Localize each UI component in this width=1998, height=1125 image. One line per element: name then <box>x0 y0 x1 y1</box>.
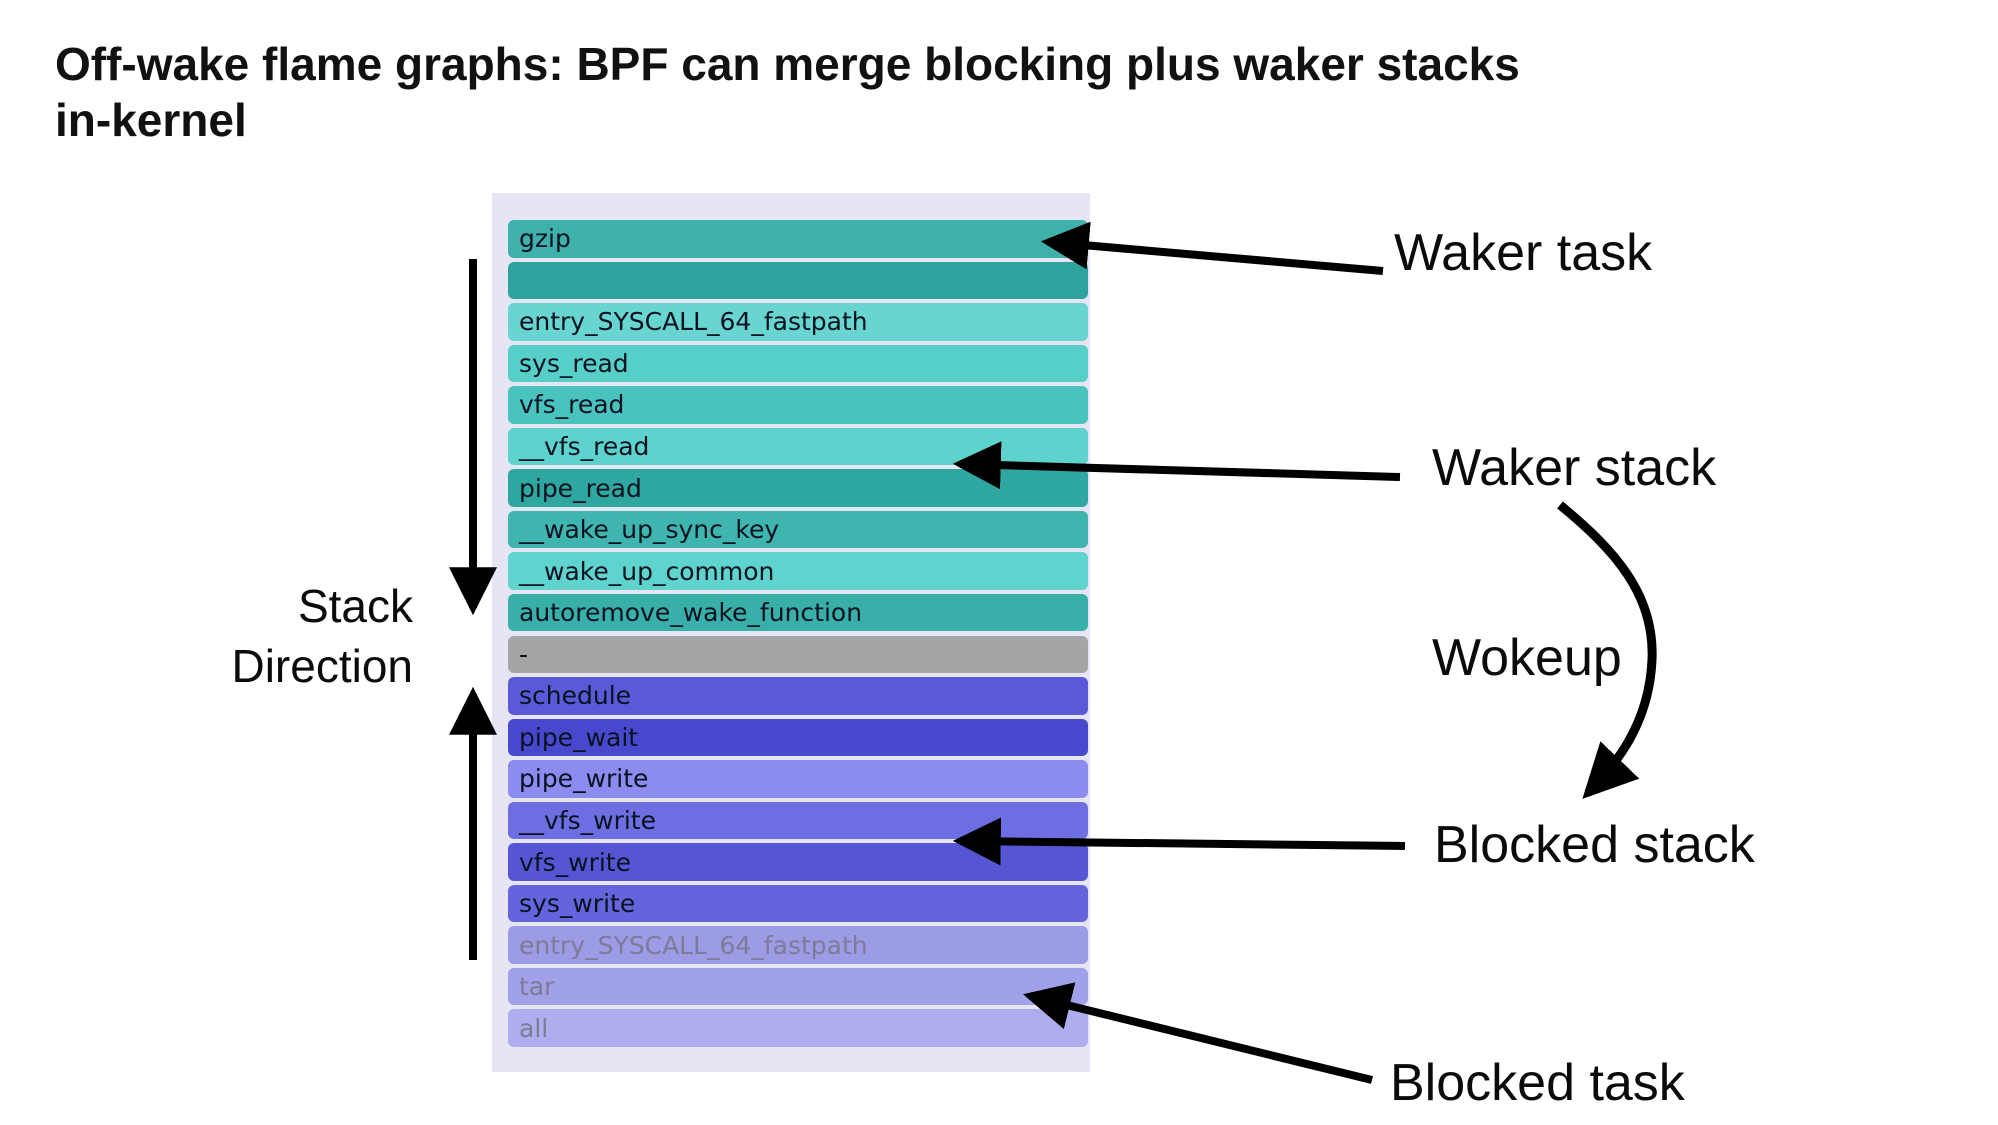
flame-frame: autoremove_wake_function <box>508 593 1088 632</box>
waker-task-label: Waker task <box>1394 224 1653 282</box>
frame-label: autoremove_wake_function <box>519 598 863 628</box>
flame-frame: entry_SYSCALL_64_fastpath <box>508 303 1088 341</box>
frame-label: sys_write <box>519 889 636 919</box>
flame-frame: sys_write <box>508 884 1088 923</box>
waker-stack-label: Waker stack <box>1432 439 1717 497</box>
frame-label: entry_SYSCALL_64_fastpath <box>519 307 868 337</box>
blocked-stack-label: Blocked stack <box>1434 816 1755 874</box>
frame-label: __wake_up_sync_key <box>519 515 780 545</box>
flame-frame: __vfs_write <box>508 801 1088 840</box>
flame-frame: __vfs_read <box>508 427 1088 466</box>
flame-frame: all <box>508 1009 1088 1047</box>
frame-label: vfs_read <box>519 390 625 420</box>
frame-label: entry_SYSCALL_64_fastpath <box>519 930 868 960</box>
frame-label: __wake_up_common <box>519 556 775 586</box>
flame-frame: tar <box>508 967 1088 1006</box>
flame-frame <box>508 261 1088 300</box>
flame-frame: pipe_write <box>508 760 1088 798</box>
frame-label: __vfs_write <box>519 805 656 835</box>
frame-label: sys_read <box>519 348 629 378</box>
flame-frame: vfs_read <box>508 386 1088 424</box>
frame-label: vfs_write <box>519 847 631 877</box>
flame-frame: - <box>508 635 1088 673</box>
flame-frame: gzip <box>508 220 1088 258</box>
frame-label: pipe_read <box>519 473 642 503</box>
blocked-task-label: Blocked task <box>1390 1054 1685 1112</box>
frame-label: all <box>519 1013 549 1043</box>
flame-frame: __wake_up_sync_key <box>508 510 1088 549</box>
frame-label: - <box>519 639 529 669</box>
flame-frame: vfs_write <box>508 843 1088 881</box>
frame-label: tar <box>519 972 555 1002</box>
flame-frame: sys_read <box>508 344 1088 383</box>
wokeup-label: Wokeup <box>1432 629 1622 687</box>
flame-frame: entry_SYSCALL_64_fastpath <box>508 926 1088 964</box>
frame-label: pipe_wait <box>519 722 639 752</box>
frame-label: pipe_write <box>519 764 649 794</box>
frame-label: __vfs_read <box>519 432 650 461</box>
frame-label: schedule <box>519 681 632 711</box>
flame-frame: pipe_read <box>508 469 1088 507</box>
frame-label: gzip <box>519 224 571 254</box>
flame-frame: pipe_wait <box>508 718 1088 757</box>
flame-frame: schedule <box>508 677 1088 715</box>
waker-task-arrow <box>1040 221 1384 275</box>
stack-direction-label: Stack Direction <box>231 580 413 692</box>
flame-frame: __wake_up_common <box>508 552 1088 590</box>
slide-title: Off-wake flame graphs: BPF can merge blo… <box>55 38 1520 147</box>
